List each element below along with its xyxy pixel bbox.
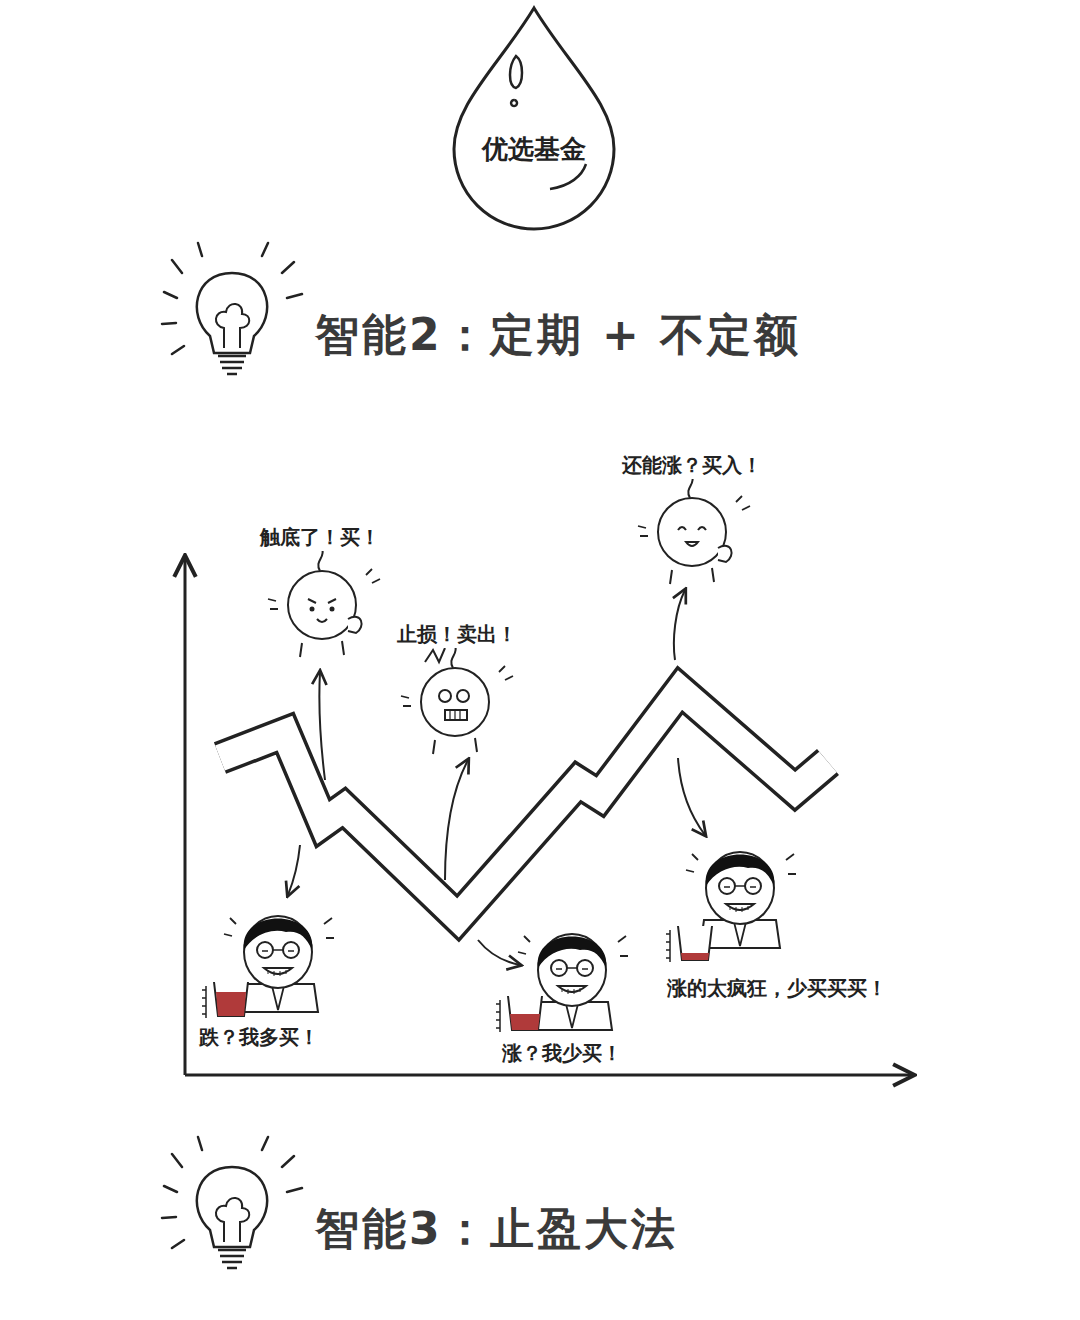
heading: 智能3：止盈大法 — [315, 1200, 678, 1259]
speech-text: 涨的太疯狂，少买买买！ — [665, 975, 889, 1002]
heading: 智能2：定期 + 不定额 — [315, 306, 801, 365]
speech-text: 触底了！买！ — [258, 524, 382, 551]
drop-shape: 优选基金 — [450, 4, 618, 236]
speech-text: 止损！卖出！ — [395, 621, 519, 648]
speech-text: 跌？我多买！ — [197, 1024, 321, 1051]
drop-outline — [450, 4, 618, 236]
drop-text: 优选基金 — [482, 132, 586, 167]
speech-text: 涨？我少买！ — [500, 1040, 624, 1067]
speech-text: 还能涨？买入！ — [620, 452, 764, 479]
